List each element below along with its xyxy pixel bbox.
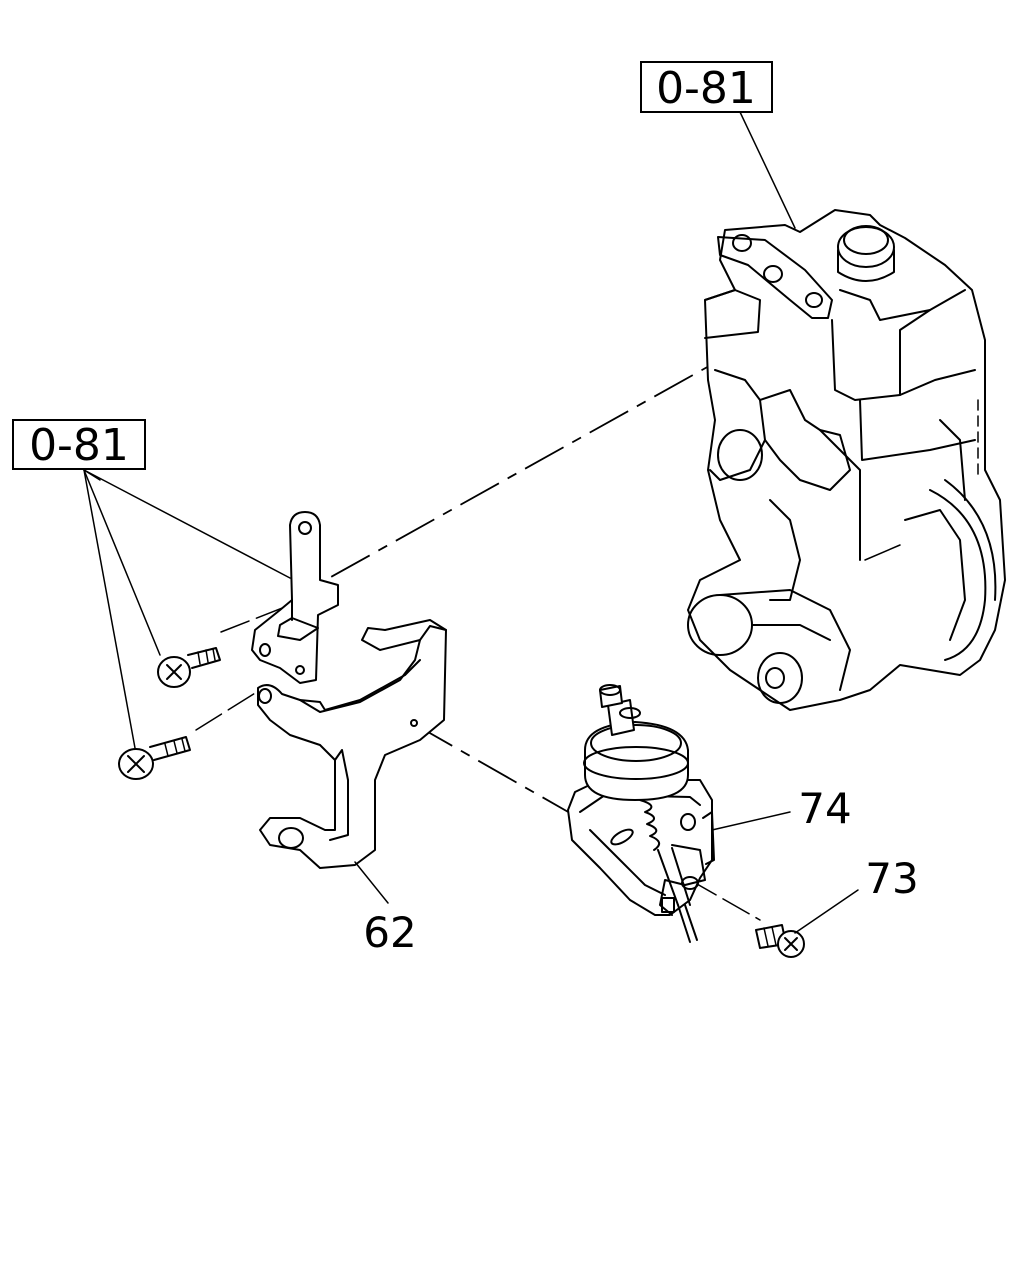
bolt-upper[interactable] [157,647,221,688]
bracket-62[interactable] [257,619,447,869]
reference-label-left: 0-81 [29,420,129,471]
reference-leaders [83,111,796,749]
callout-leaders [354,811,859,934]
callout-74: 74 [798,784,851,833]
callout-73: 73 [865,854,918,903]
callout-62: 62 [363,908,416,957]
actuator-74[interactable] [567,684,715,943]
reference-box-top[interactable]: 0-81 [640,61,773,114]
bolt-lower[interactable] [118,736,191,780]
pump-housing [687,209,1006,711]
reference-label-top: 0-81 [656,63,756,114]
screw-73[interactable] [755,924,805,958]
upper-bracket [251,511,339,684]
reference-box-left[interactable]: 0-81 [12,419,146,471]
